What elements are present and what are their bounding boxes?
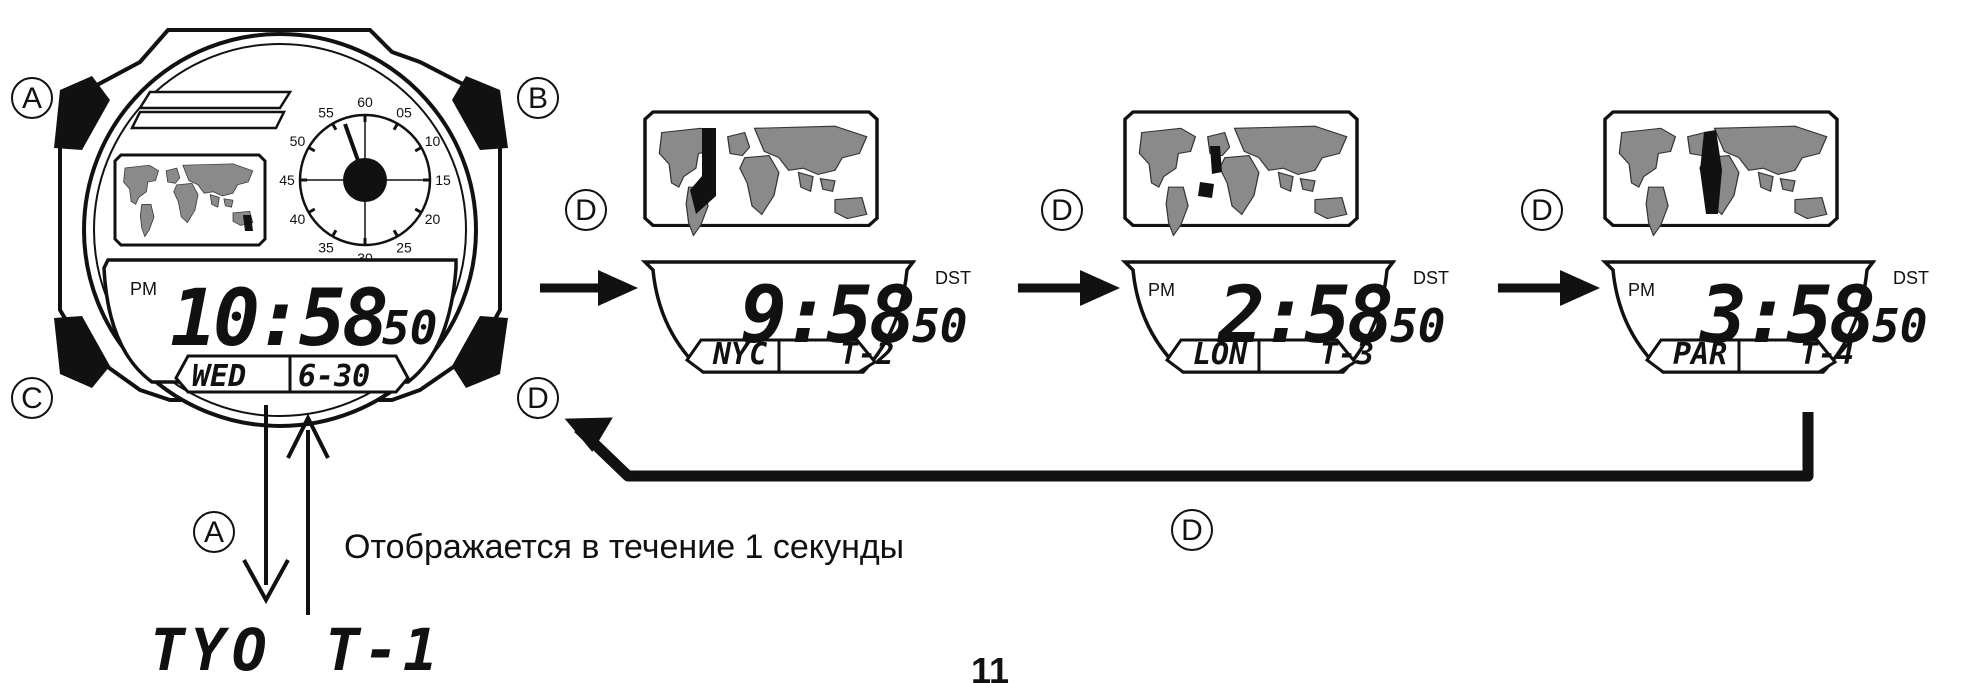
display-par: DST PM 3:58 50 PAR T-4 [1603,110,1929,374]
page-number: 11 [971,650,1009,683]
button-label-c: C [11,377,53,419]
main-date: 6-30 [298,359,370,394]
dial-tick-mark [414,146,423,153]
dial-tick-label: 60 [357,94,373,110]
bottom-time-offset: T-1 [325,616,442,683]
dial-tick-label: 05 [396,104,412,120]
flow-arrow-3 [1498,270,1600,306]
button-b-bumper[interactable] [452,76,508,150]
display-lon: DST PM 2:58 50 LON T-3 [1123,110,1449,374]
svg-text:D: D [527,382,549,415]
dial-tick-label: 55 [318,104,334,120]
flow-label-d-4: D [1171,509,1213,551]
city-code: PAR [1673,337,1727,372]
button-label-b: B [517,77,559,119]
time-offset: T-3 [1320,337,1374,372]
flow-label-d-2: D [1041,189,1083,231]
dial-tick-label: 45 [279,172,295,188]
main-time-seconds: 50 [382,301,437,355]
button-d-bumper[interactable] [452,316,508,388]
dst-indicator: DST [1413,268,1449,288]
dial-tick-mark [331,122,338,131]
dial-tick-mark [414,207,423,214]
svg-text:A: A [22,82,42,115]
svg-text:D: D [1051,194,1073,227]
arrow-down-to-city [242,405,290,605]
dial-tick-mark [307,207,316,214]
dial-tick-mark [307,146,316,153]
pm-indicator: PM [1628,280,1655,300]
bottom-city-code: TYO [150,616,273,683]
main-pm-indicator: PM [130,279,157,299]
time-offset: T-4 [1800,337,1854,372]
button-a-bumper[interactable] [54,76,110,150]
caption-text: Отображается в течение 1 секунды [344,528,904,566]
time-seconds: 50 [912,299,967,353]
svg-text:D: D [1531,194,1553,227]
time-seconds: 50 [1872,299,1927,353]
flow-label-a: A [193,511,235,553]
svg-text:D: D [1181,514,1203,547]
flow-label-d-1: D [565,189,607,231]
button-label-a: A [11,77,53,119]
flow-arrow-1 [540,270,638,306]
time-hour-min: 3:58 [1698,271,1873,361]
dial-tick-label: 25 [396,240,412,256]
time-hour-min: 2:58 [1216,271,1391,361]
svg-text:C: C [21,382,43,415]
time-offset: T-2 [840,337,894,372]
arrow-up-to-date [286,413,330,615]
dial-tick-label: 20 [425,211,441,227]
dial-tick-label: 35 [318,240,334,256]
time-hour-min: 9:58 [740,271,913,361]
main-time-hour-min: 10:58 [170,274,386,364]
button-label-d: D [517,377,559,419]
dst-indicator: DST [1893,268,1929,288]
svg-text:D: D [575,194,597,227]
svg-text:A: A [204,516,224,549]
dst-indicator: DST [935,268,971,288]
dial-tick-mark [392,229,399,238]
dial-tick-mark [392,122,399,131]
city-code: LON [1193,337,1248,372]
flow-arrow-2 [1018,270,1120,306]
flow-arrow-return [564,412,1814,482]
main-day: WED [192,359,246,394]
dial-tick-mark [331,229,338,238]
dial-tick-label: 10 [425,133,441,149]
dial-tick-label: 15 [435,172,451,188]
dial-tick-label: 40 [290,211,306,227]
button-c-bumper[interactable] [54,316,110,388]
city-code: NYC [712,337,767,372]
time-seconds: 50 [1390,299,1445,353]
svg-text:B: B [528,82,548,115]
flow-label-d-3: D [1521,189,1563,231]
pm-indicator: PM [1148,280,1175,300]
display-nyc: DST 9:58 50 NYC T-2 [643,110,971,374]
dial-tick-label: 50 [290,133,306,149]
